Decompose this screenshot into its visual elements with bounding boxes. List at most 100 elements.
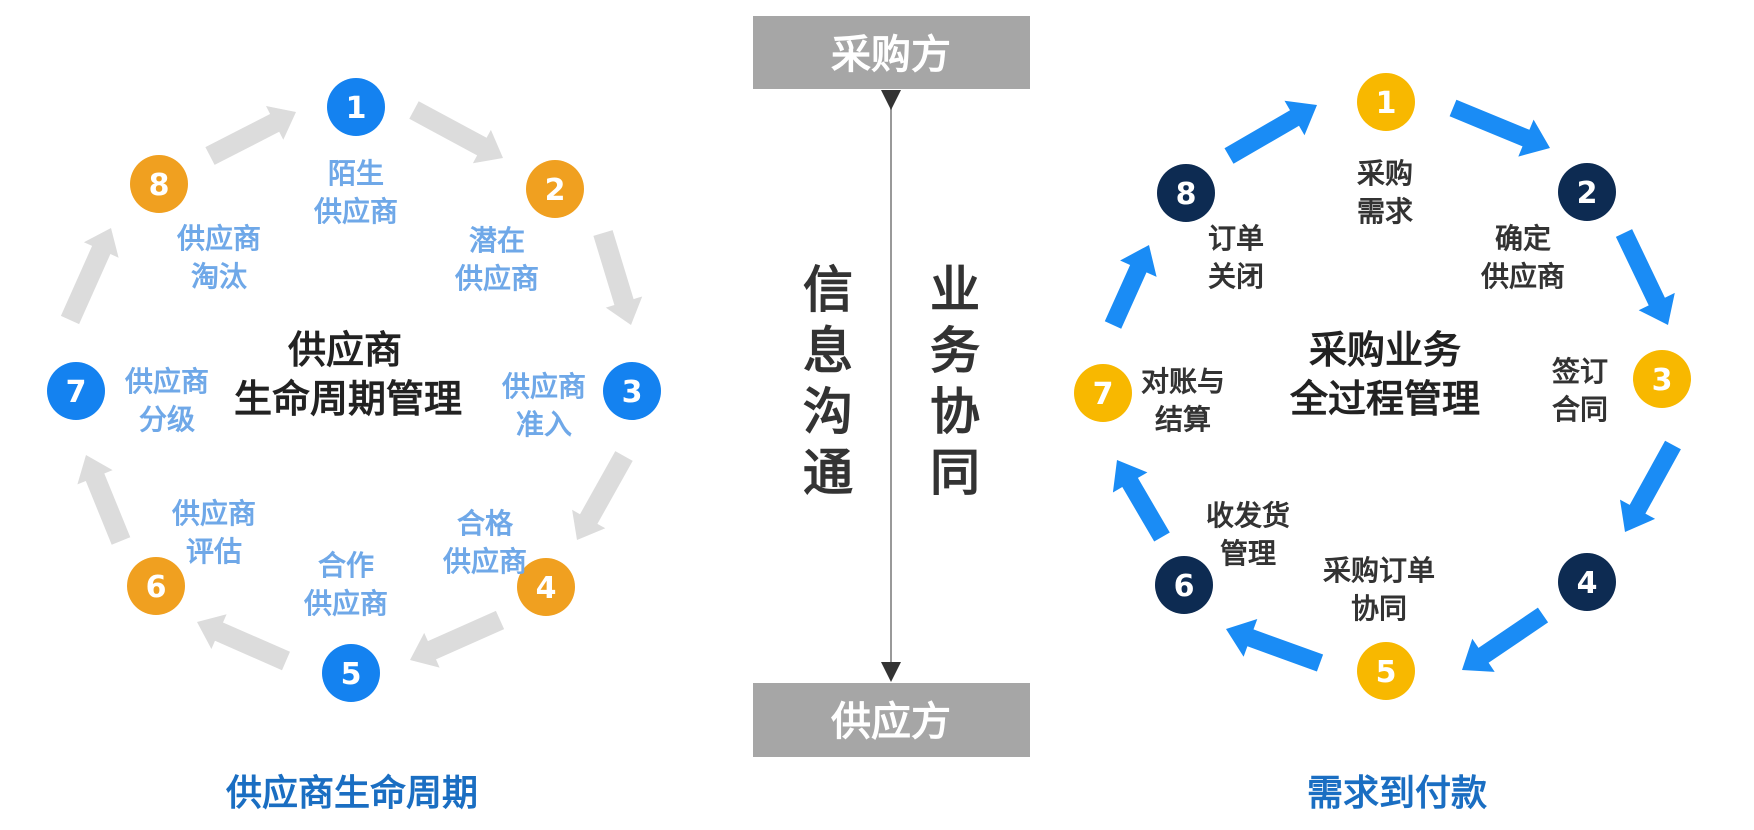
right-node-number-6: 6 [1174, 569, 1195, 604]
buyer-box [753, 16, 1030, 89]
left-node-label-3-line1: 供应商 [501, 370, 586, 403]
left-node-number-6: 6 [146, 570, 167, 605]
right-node-circle-4 [1558, 553, 1616, 611]
right-arrow-6 [1112, 460, 1170, 542]
right-node-label-7-line1: 对账与 [1141, 365, 1225, 398]
left-arrow-8 [205, 106, 296, 165]
supplier-box [753, 683, 1030, 757]
left-center-title-line1: 供应商 [288, 328, 402, 372]
left-node-number-5: 5 [341, 657, 362, 692]
right-node-4: 4 [1558, 553, 1616, 611]
left-node-circle-5 [322, 644, 380, 702]
left-node-label-5-line2: 供应商 [303, 587, 388, 620]
left-node-number-3: 3 [622, 375, 643, 410]
left-center-title-line2: 生命周期管理 [234, 377, 462, 421]
left-node-label-5-line1: 合作 [318, 549, 374, 582]
left-arrow-3 [572, 451, 633, 540]
right-node-label-2-line2: 供应商 [1480, 260, 1565, 293]
left-node-label-3-line2: 准入 [516, 408, 572, 441]
right-arrow-5 [1226, 619, 1324, 672]
left-node-label-1-line1: 陌生 [328, 157, 384, 190]
right-node-label-6-line1: 收发货 [1206, 499, 1290, 532]
right-node-circle-6 [1155, 556, 1213, 614]
left-node-circle-8 [130, 155, 188, 213]
right-node-circle-3 [1633, 350, 1691, 408]
right-node-label-1-line1: 采购 [1357, 157, 1413, 190]
left-node-number-7: 7 [66, 375, 87, 410]
left-arrow-2 [593, 230, 643, 325]
left-node-label-7-line1: 供应商 [124, 365, 209, 398]
left-arrow-1 [409, 101, 503, 164]
right-arrow-7 [1104, 245, 1157, 329]
right-node-circle-7 [1074, 364, 1132, 422]
right-node-number-4: 4 [1577, 566, 1598, 601]
info-communication-char-1: 信 [803, 261, 853, 319]
left-node-number-2: 2 [545, 173, 566, 208]
right-node-label-7-line2: 结算 [1155, 403, 1211, 436]
right-node-number-1: 1 [1376, 86, 1397, 121]
left-node-label-7-line2: 分级 [139, 403, 195, 436]
left-arrow-6 [77, 455, 131, 545]
left-node-circle-4 [517, 558, 575, 616]
left-node-label-6-line1: 供应商 [171, 497, 256, 530]
right-arrow-3 [1620, 440, 1681, 532]
left-node-circle-7 [47, 362, 105, 420]
right-node-label-5-line1: 采购订单 [1323, 554, 1435, 587]
right-node-number-5: 5 [1376, 655, 1397, 690]
right-node-label-1-line2: 需求 [1357, 195, 1413, 228]
right-center-title-line1: 采购业务 [1309, 328, 1461, 372]
right-node-label-8-line2: 关闭 [1208, 260, 1264, 293]
right-node-number-7: 7 [1093, 377, 1114, 412]
left-arrow-5 [197, 614, 290, 671]
right-node-label-2-line1: 确定 [1495, 222, 1551, 255]
left-cycle-caption: 供应商生命周期 [226, 772, 478, 814]
right-node-label-5-line2: 协同 [1351, 592, 1407, 625]
business-collaboration-char-3: 协 [930, 383, 980, 441]
right-arrow-4 [1462, 607, 1549, 672]
left-node-label-1-line2: 供应商 [313, 195, 398, 228]
left-node-number-1: 1 [346, 91, 367, 126]
right-node-label-8-line1: 订单 [1208, 222, 1264, 255]
right-cycle-caption: 需求到付款 [1307, 773, 1487, 814]
left-node-label-4-line2: 供应商 [442, 545, 527, 578]
left-node-circle-2 [526, 160, 584, 218]
right-arrow-1 [1449, 99, 1550, 157]
business-collaboration-char-4: 同 [930, 444, 980, 502]
left-arrow-4 [410, 610, 505, 668]
left-node-circle-1 [327, 78, 385, 136]
right-arrow-8 [1224, 100, 1317, 164]
left-node-label-8-line2: 淘汰 [191, 260, 247, 293]
left-arrow-7 [60, 228, 119, 325]
info-communication-char-4: 通 [803, 444, 853, 502]
left-node-number-4: 4 [536, 571, 557, 606]
info-communication-char-2: 息 [803, 322, 853, 380]
left-cycle-arrows [60, 101, 643, 671]
left-node-number-8: 8 [149, 168, 170, 203]
left-node-label-6-line2: 评估 [186, 535, 242, 568]
right-node-label-3-line1: 签订 [1552, 355, 1608, 388]
right-node-number-2: 2 [1577, 176, 1598, 211]
info-communication-char-3: 沟 [803, 383, 853, 441]
right-node-number-8: 8 [1176, 177, 1197, 212]
buyer-box-label: 采购方 [831, 32, 951, 78]
business-collaboration-char-2: 务 [930, 322, 980, 380]
supplier-box-label: 供应方 [831, 699, 951, 745]
left-node-label-8-line1: 供应商 [176, 222, 261, 255]
